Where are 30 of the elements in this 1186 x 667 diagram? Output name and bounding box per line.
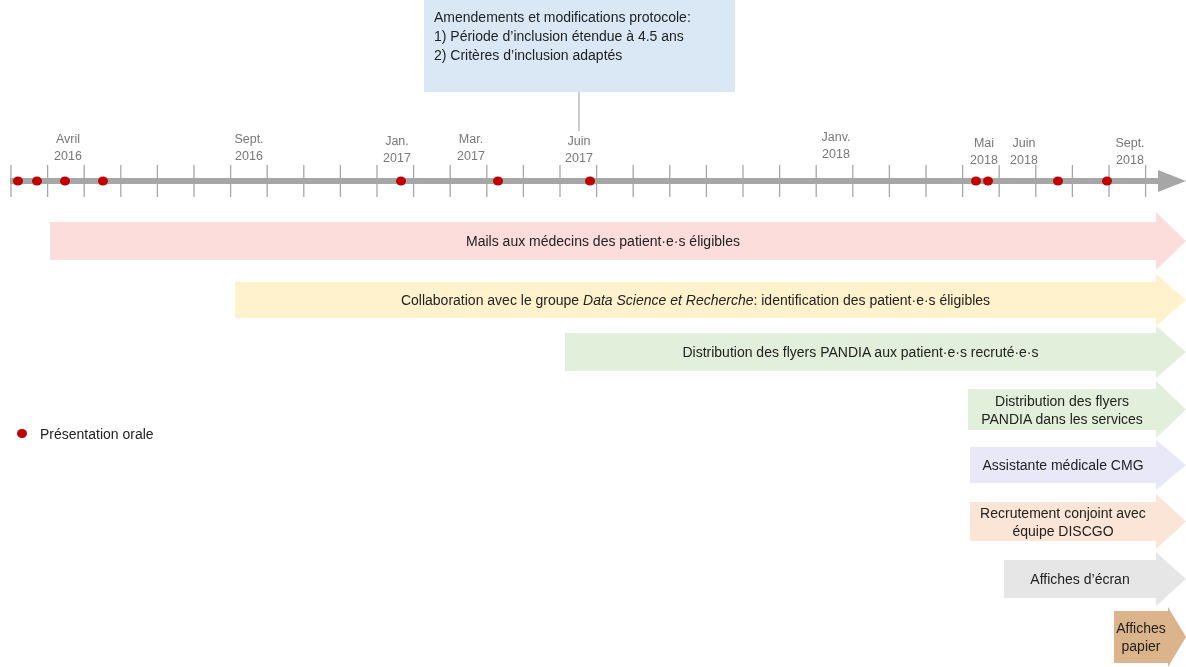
band-text: Affiches d’écran	[1030, 570, 1130, 588]
arrow-band	[968, 381, 1186, 438]
date-label: Janv. 2018	[820, 129, 852, 163]
callout-box	[424, 0, 735, 92]
date-label: Avril 2016	[53, 131, 83, 165]
legend-label: Présentation orale	[40, 426, 154, 442]
band-text: Recrutement conjoint avec équipe DISCGO	[979, 503, 1147, 540]
arrow-band	[565, 326, 1186, 378]
band-text: Mails aux médecins des patient·e·s éligibles	[466, 232, 740, 250]
leader-line	[578, 91, 580, 132]
date-label: Juin 2018	[1009, 135, 1039, 169]
arrow-band	[1114, 607, 1186, 667]
arrow-band	[50, 212, 1186, 270]
date-label: Jan. 2017	[382, 133, 412, 167]
list-item: 1) Période d’inclusion étendue à 4.5 ans	[434, 27, 684, 46]
arrow-band	[1004, 552, 1186, 606]
date-label: Sept. 2018	[1114, 135, 1146, 169]
arrow-band	[235, 274, 1186, 326]
band-text: Distribution des flyers PANDIA dans les services	[980, 391, 1144, 428]
callout-heading: Amendements et modifications protocole:	[434, 8, 691, 27]
list-item: 2) Critères d’inclusion adaptés	[434, 46, 623, 65]
band-text: Distribution des flyers PANDIA aux patient·e·s recruté·e·s	[682, 343, 1039, 361]
band-text: Assistante médicale CMG	[982, 456, 1144, 474]
band-text: Affiches papier	[1116, 619, 1166, 655]
date-label: Sept. 2016	[233, 131, 265, 165]
band-text: Collaboration avec le groupe Data Science et Recherche: identification des patient·e·s éligibles	[400, 291, 991, 309]
arrow-band	[970, 494, 1186, 549]
date-label: Mar. 2017	[456, 131, 486, 165]
date-label: Juin 2017	[557, 133, 601, 167]
date-label: Mai 2018	[969, 135, 999, 169]
